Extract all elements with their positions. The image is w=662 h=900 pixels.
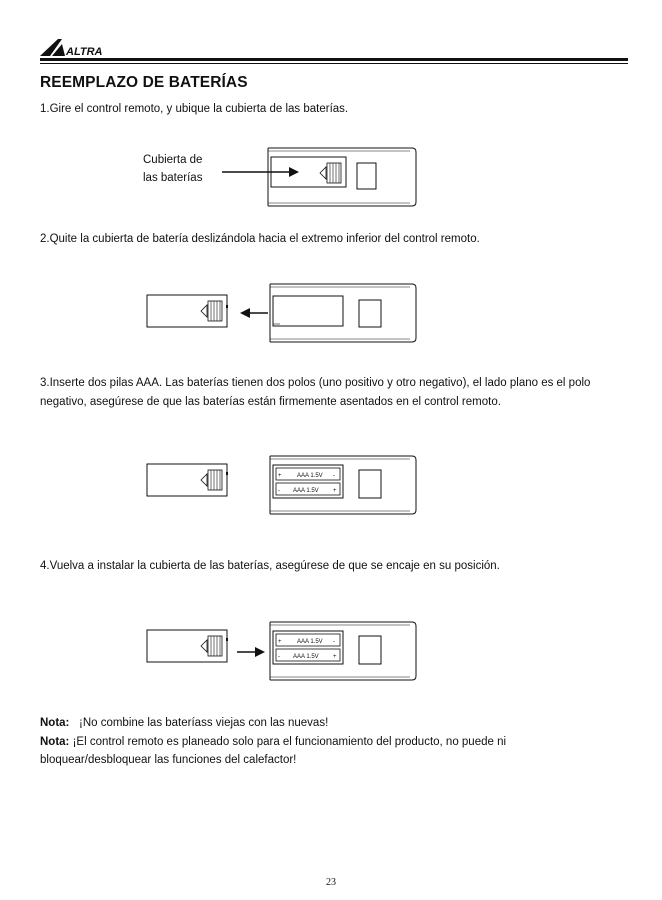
battery-compartment (272, 464, 344, 499)
step-2: 2.Quite la cubierta de batería deslizánd… (40, 233, 480, 245)
battery-top-4-plus: + (278, 639, 282, 645)
diagram-remote-1 (222, 147, 417, 207)
cover-to-install (146, 629, 228, 663)
battery-top-minus: - (333, 473, 335, 479)
diagram-remote-2 (146, 283, 417, 343)
altra-logo: ALTRA (38, 36, 114, 63)
header-rule-thin (40, 63, 628, 64)
remote-window-4 (358, 635, 382, 665)
note-1: Nota: ¡No combine las bateríass viejas c… (40, 714, 630, 732)
battery-bottom-4-plus: + (333, 654, 337, 660)
battery-top: AAA 1.5V + - (275, 467, 341, 481)
battery-compartment-4 (272, 630, 344, 665)
diagram-remote-3: AAA 1.5V + - AAA 1.5V - + (146, 455, 417, 515)
cover-aside-latch-arrow (200, 473, 208, 487)
battery-cover (270, 156, 347, 188)
step-3: 3.Inserte dos pilas AAA. Las baterías ti… (40, 377, 591, 408)
removed-cover-latch-arrow (200, 304, 208, 318)
callout-arrowhead (289, 167, 299, 177)
battery-bottom: AAA 1.5V - + (275, 482, 341, 496)
removed-cover-grip (207, 300, 223, 322)
diagram-remote-4: AAA 1.5V + - AAA 1.5V - + (146, 621, 417, 681)
remote-body (267, 147, 417, 207)
callout-line-2: las baterías (143, 172, 203, 184)
battery-bottom-minus: - (278, 488, 280, 494)
cover-aside (146, 463, 228, 497)
header-rule (40, 58, 628, 61)
battery-top-plus: + (278, 473, 282, 479)
step-4: 4.Vuelva a instalar la cubierta de las b… (40, 560, 500, 572)
removed-cover (146, 294, 228, 328)
note-2-text: ¡El control remoto es planeado solo para… (40, 736, 507, 766)
empty-battery-compartment (272, 295, 344, 327)
step-1: 1.Gire el control remoto, y ubique la cu… (40, 103, 349, 115)
remote-body-2 (269, 283, 417, 343)
remote-window-3 (358, 469, 382, 499)
remote-window (356, 162, 377, 190)
remote-window-2 (358, 299, 382, 328)
battery-top-4-label: AAA 1.5V (297, 639, 323, 645)
battery-bottom-4-minus: - (278, 654, 280, 660)
battery-bottom-label: AAA 1.5V (293, 488, 319, 494)
cover-aside-grip (207, 469, 223, 491)
page-number: 23 (326, 877, 336, 888)
note-1-text: ¡No combine las bateríass viejas con las… (78, 717, 329, 729)
note-2-label: Nota: (40, 736, 70, 748)
remote-body-4 (269, 621, 417, 681)
remote-body-3 (269, 455, 417, 515)
cover-install-grip (207, 635, 223, 657)
note-1-label: Nota: (40, 717, 70, 729)
logo-text: ALTRA (65, 46, 103, 58)
callout-line-1: Cubierta de (143, 154, 203, 166)
battery-top-4-minus: - (333, 639, 335, 645)
install-arrowhead (255, 647, 265, 657)
note-2: Nota: ¡El control remoto es planeado sol… (40, 733, 600, 769)
battery-cover-callout: Cubierta de las baterías (143, 151, 202, 187)
battery-top-label: AAA 1.5V (297, 473, 323, 479)
cover-install-latch-arrow (200, 639, 208, 653)
page-title: REEMPLAZO DE BATERÍAS (40, 74, 248, 91)
battery-top-4: AAA 1.5V + - (275, 633, 341, 647)
battery-bottom-4-label: AAA 1.5V (293, 654, 319, 660)
slide-arrowhead (240, 308, 250, 318)
cover-latch-arrow (319, 166, 327, 180)
cover-latch-grip (326, 162, 342, 184)
battery-bottom-4: AAA 1.5V - + (275, 648, 341, 662)
battery-bottom-plus: + (333, 488, 337, 494)
